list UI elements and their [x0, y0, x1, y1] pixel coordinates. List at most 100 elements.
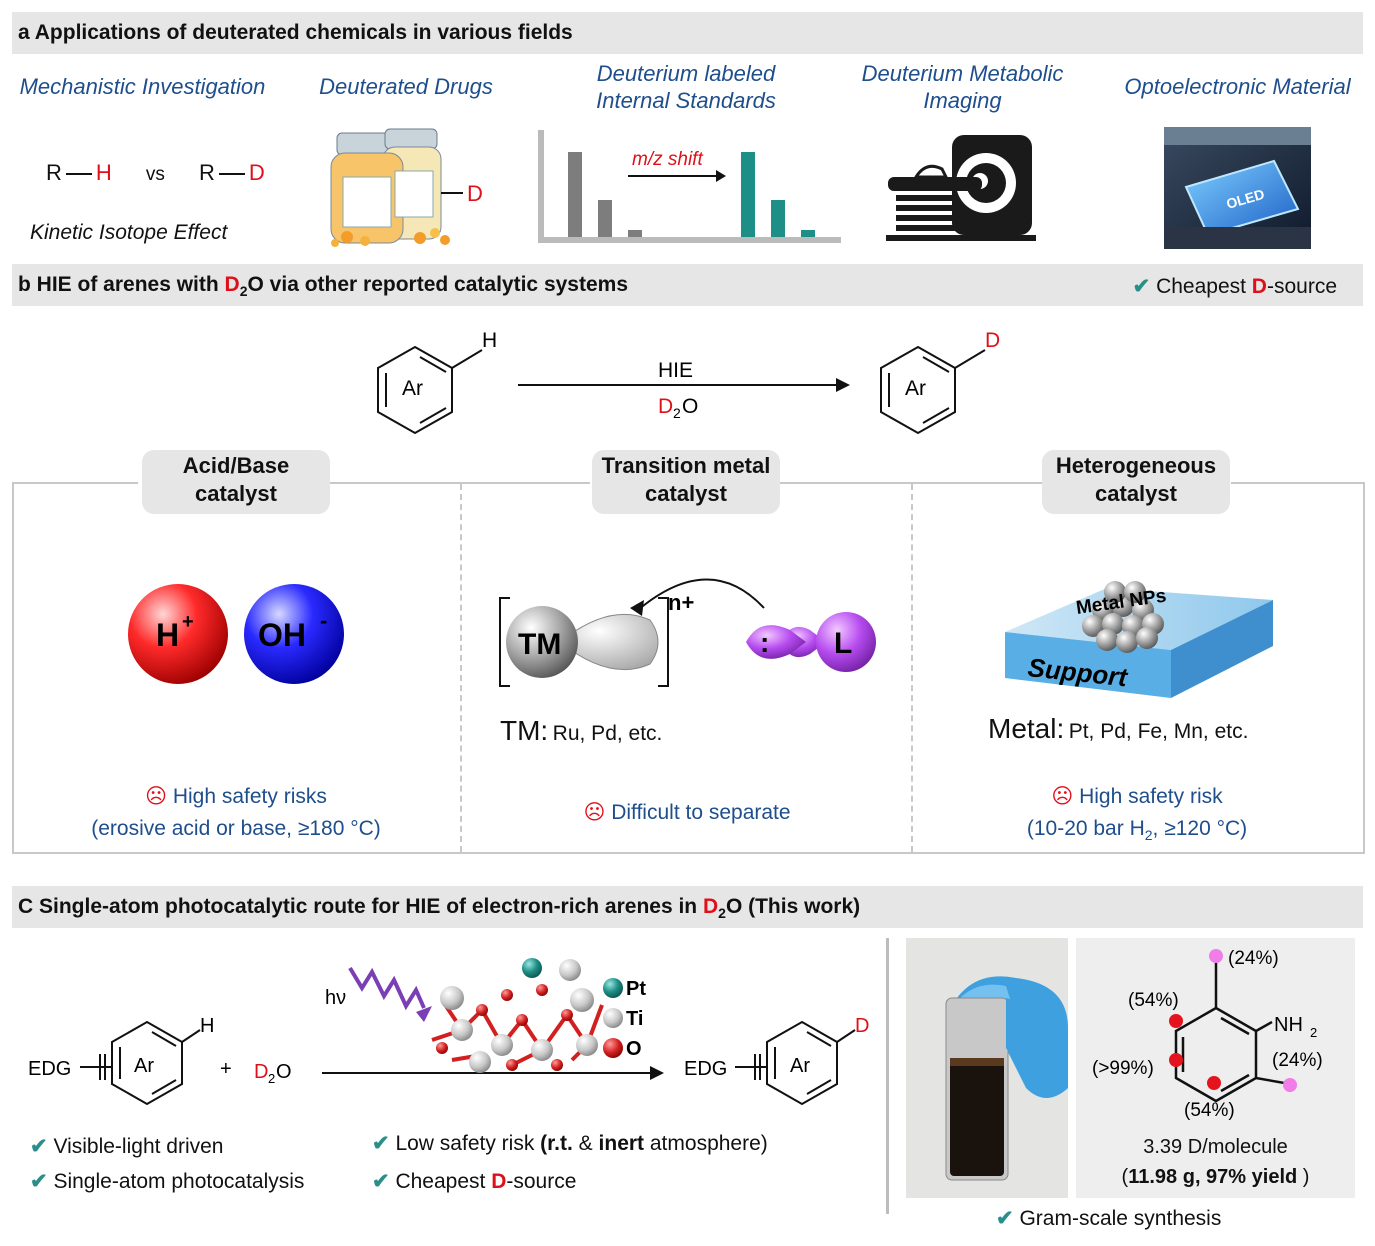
mri-scanner-illustration	[886, 135, 1036, 241]
nh2-label: NH	[1274, 1014, 1303, 1036]
svg-text:+: +	[182, 611, 194, 633]
edg-label: EDG	[28, 1058, 71, 1080]
check-single-atom: ✔ Single-atom photocatalysis	[30, 1170, 305, 1193]
product-edg-label: EDG	[684, 1058, 727, 1080]
cheapest-d-badge: ✔ Cheapest D-source	[1132, 275, 1337, 298]
charge-label: n+	[668, 590, 694, 615]
ti-legend-label: Ti	[626, 1008, 643, 1030]
field-standards: Deuterium labeled Internal Standards	[596, 61, 776, 113]
panel-a-title: Applications of deuterated chemicals in …	[34, 21, 573, 44]
oh-label: OH	[258, 617, 306, 653]
d2o-d: D	[254, 1061, 268, 1083]
hie-label: HIE	[658, 359, 693, 382]
light-wave-icon	[348, 966, 426, 1011]
acid-base-spheres: H + OH -	[128, 584, 344, 684]
product-ar-label: Ar	[790, 1055, 810, 1077]
check-cheapest-d: ✔ Cheapest D-source	[372, 1170, 577, 1193]
o-legend-label: O	[626, 1038, 642, 1060]
product-ar-label: Ar	[905, 377, 926, 400]
check-visible-light: ✔ Visible-light driven	[30, 1135, 224, 1158]
d-site-bottom	[1207, 1076, 1221, 1090]
d2o-d: D	[658, 395, 673, 418]
tm-metals: TM: Ru, Pd, etc.	[500, 715, 663, 746]
sad-face-icon: ☹	[1051, 785, 1074, 808]
pct-right: (24%)	[1272, 1050, 1323, 1071]
h-plus-label: H	[156, 617, 179, 653]
d-site-left	[1169, 1053, 1183, 1067]
tm-risk: ☹ Difficult to separate	[583, 801, 791, 824]
d2o-sub: 2	[673, 405, 681, 421]
ms-bar-unlabeled-0	[568, 152, 582, 237]
panel-c-divider	[886, 938, 889, 1214]
gram-scale-vial-photo	[906, 938, 1068, 1198]
kie-caption: Kinetic Isotope Effect	[30, 221, 228, 244]
check-icon: ✔	[30, 1135, 48, 1158]
sad-face-icon: ☹	[583, 801, 606, 824]
check-icon: ✔	[996, 1207, 1014, 1230]
product-d-label: D	[855, 1015, 869, 1037]
field-optoelectronic: Optoelectronic Material	[1124, 74, 1351, 99]
ms-bar-unlabeled-2	[628, 230, 642, 237]
ligand-label: L	[834, 627, 852, 660]
svg-text:2: 2	[268, 1071, 275, 1086]
d-site-left-top	[1169, 1014, 1183, 1028]
o-legend-dot	[603, 1038, 623, 1058]
heterogeneous-support-illustration: Metal NPs Support	[1005, 581, 1273, 698]
d2o-o: O	[682, 395, 698, 418]
hie-reaction-scheme: Ar H Ar D HIE D 2 O	[377, 329, 1000, 435]
pct-left: (>99%)	[1092, 1058, 1154, 1079]
pct-left-top: (54%)	[1128, 990, 1179, 1011]
ms-bar-unlabeled-1	[598, 200, 612, 237]
ms-bar-labeled-1	[771, 200, 785, 237]
drug-d-label: D	[467, 181, 483, 206]
panel-b-header: b HIE of arenes with D2O via other repor…	[12, 264, 1363, 306]
oled-panel-image: OLED	[1164, 127, 1311, 249]
deuterated-aniline-structure: NH 2 (24%) (54%) (24%) (>99%) (54%)	[1092, 948, 1323, 1121]
panel-c-header: C Single-atom photocatalytic route for H…	[12, 886, 1363, 928]
sad-face-icon: ☹	[145, 785, 167, 808]
hv-label: hν	[325, 987, 346, 1009]
reactant-h-label: H	[200, 1015, 214, 1037]
field-drugs: Deuterated Drugs	[319, 74, 493, 99]
check-icon: ✔	[372, 1170, 390, 1193]
ms-bar-labeled-2	[801, 230, 815, 237]
h-plus-sphere	[128, 584, 228, 684]
acid-base-risk: ☹ High safety risks (erosive acid or bas…	[91, 785, 381, 840]
check-icon: ✔	[1132, 275, 1151, 298]
heterogeneous-metals: Metal: Pt, Pd, Fe, Mn, etc.	[988, 713, 1249, 744]
check-icon: ✔	[30, 1170, 48, 1193]
svg-text:2: 2	[1310, 1025, 1317, 1040]
reactant-ar-label: Ar	[134, 1055, 154, 1077]
catalyst-comparison-box	[12, 482, 1365, 854]
d-per-molecule: 3.39 D/molecule	[1143, 1136, 1288, 1158]
ms-bar-labeled-0	[741, 152, 755, 237]
ti-legend-dot	[603, 1008, 623, 1028]
product-d-label: D	[985, 329, 1000, 352]
photocatalytic-reaction-scheme: EDG Ar H + D 2 O EDG Ar D hν Pt Ti O	[28, 958, 869, 1106]
tm-label: TM	[518, 628, 561, 661]
check-low-risk: ✔ Low safety risk (r.t. & inert atmosphe…	[372, 1132, 768, 1155]
panel-a-header: a Applications of deuterated chemicals i…	[12, 12, 1363, 54]
oh-minus-sphere	[244, 584, 344, 684]
d-site-right	[1283, 1078, 1297, 1092]
svg-text:-: -	[320, 608, 327, 633]
ms-shift-label: m/z shift	[632, 149, 703, 170]
d-site-top	[1209, 949, 1223, 963]
pt-legend-label: Pt	[626, 978, 646, 1000]
check-icon: ✔	[372, 1132, 390, 1155]
lone-pair: :	[760, 627, 769, 658]
mass-spec-chart: m/z shift	[538, 130, 841, 243]
yield-label: (11.98 g, 97% yield )	[1121, 1166, 1310, 1188]
plus-sign: +	[220, 1058, 232, 1080]
pct-bottom: (54%)	[1184, 1100, 1235, 1121]
svg-text:O: O	[276, 1061, 292, 1083]
drug-bottles-illustration	[330, 128, 463, 247]
tio2-pt-cluster	[431, 958, 604, 1073]
gram-scale-label: ✔ Gram-scale synthesis	[996, 1207, 1222, 1230]
heterogeneous-risk: ☹ High safety risk (10-20 bar H2, ≥120 °…	[1026, 785, 1248, 844]
reactant-h-label: H	[482, 329, 497, 352]
